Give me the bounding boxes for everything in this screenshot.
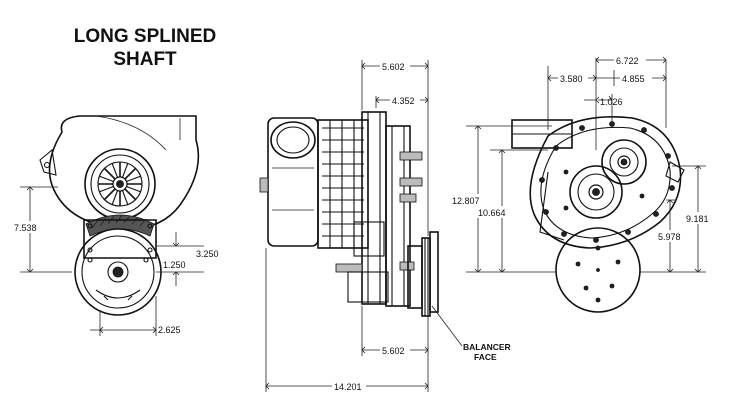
- cooling-fins-icon: [322, 120, 364, 248]
- case-bolts-icon: [539, 121, 675, 243]
- dim-side-top-short: 4.352: [392, 96, 415, 106]
- dim-overall-length: 14.201: [334, 382, 362, 392]
- dim-rear-right-offset: 4.855: [622, 74, 645, 84]
- dim-rear-height-inner: 10.664: [478, 208, 506, 218]
- front-view-dimensions: 7.538 3.250 1.250 2.625: [12, 186, 219, 336]
- balancer-holes-icon: [575, 245, 621, 303]
- dim-pulley-width: 2.625: [158, 325, 181, 335]
- rear-view-dimensions: 6.722 3.580 4.855 1.026 12.807 10.664 9.…: [450, 54, 716, 273]
- dim-rear-left-offset: 3.580: [560, 74, 583, 84]
- dim-rear-right-height-inner: 5.978: [658, 232, 681, 242]
- callout-balancer-line1: BALANCER: [463, 342, 511, 352]
- diagram-title-line2: SHAFT: [113, 49, 177, 70]
- callout-balancer-line2: FACE: [474, 352, 497, 362]
- side-view: [259, 111, 439, 317]
- dim-pulley-offset-upper: 3.250: [196, 249, 219, 259]
- dim-rear-height-outer: 12.807: [452, 196, 480, 206]
- rear-view: [511, 116, 685, 313]
- dim-overall-height: 7.538: [14, 223, 37, 233]
- dim-side-top-long: 5.602: [382, 62, 405, 72]
- diagram-title-line1: LONG SPLINED: [73, 26, 217, 47]
- side-view-dimensions: 5.602 4.352 5.602 14.201 BALANCER FACE: [265, 60, 511, 392]
- dim-rear-top-width: 6.722: [616, 56, 639, 66]
- dim-rear-center-offset: 1.026: [600, 97, 623, 107]
- dim-side-bottom-short: 5.602: [382, 346, 405, 356]
- front-view: [39, 115, 200, 316]
- dim-rear-right-height-outer: 9.181: [686, 214, 709, 224]
- dim-pulley-offset-lower: 1.250: [163, 260, 186, 270]
